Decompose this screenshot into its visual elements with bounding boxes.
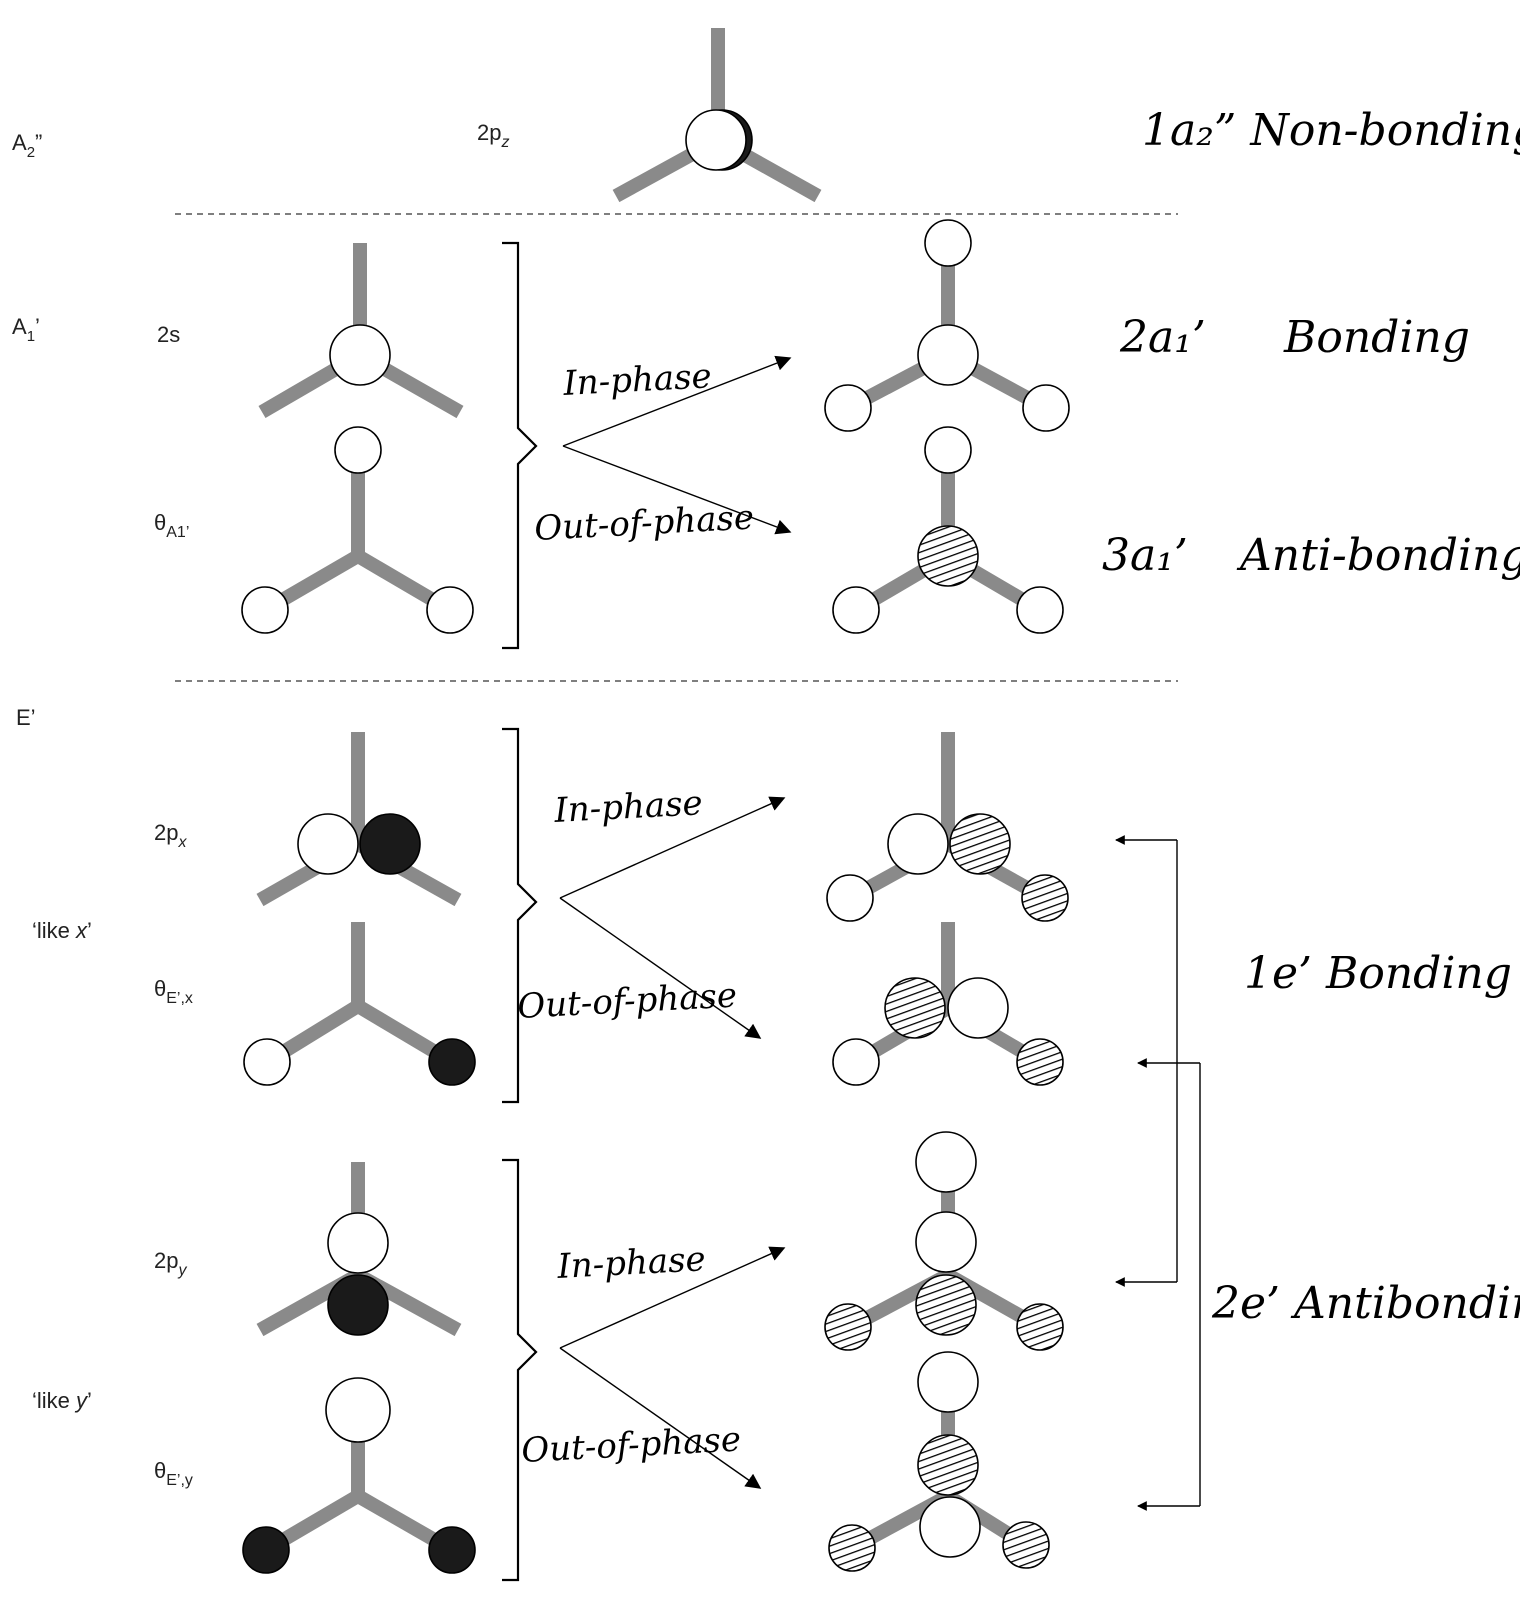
mo-label-2a1-name: 2a₁’ xyxy=(1119,312,1206,363)
mo-label-3a1-name: 3a₁’ xyxy=(1102,530,1188,581)
molecule-salc-ey xyxy=(242,1377,476,1574)
orbital-label-2s: 2s xyxy=(157,322,180,347)
arrow-out-of-phase-a1 xyxy=(562,445,792,535)
orbital-label-salc-ey: θE’,y xyxy=(154,1458,193,1489)
arrow-in-phase-ex xyxy=(559,796,786,899)
orbital-label-salc-ex: θE’,x xyxy=(154,976,193,1007)
molecule-2py xyxy=(256,1162,462,1337)
connector-2e xyxy=(1137,1058,1201,1511)
mo-label-2e-antibonding: 2e’ Antibonding xyxy=(1211,1278,1520,1329)
molecule-2s xyxy=(258,243,464,419)
in-phase-label-ey: In-phase xyxy=(555,1239,706,1287)
molecule-2pz xyxy=(612,28,822,203)
orbital-label-2py: 2py xyxy=(154,1248,187,1279)
mo-1e-bonding-y xyxy=(824,1131,1064,1351)
brace-ey xyxy=(502,1158,538,1582)
molecule-salc-ex xyxy=(243,922,476,1086)
out-of-phase-label-ey: Out-of-phase xyxy=(520,1420,742,1471)
pz-lobe-front xyxy=(685,109,747,171)
in-phase-label-ex: In-phase xyxy=(552,783,703,831)
brace-ex xyxy=(502,727,538,1104)
mo-label-2a1-type: Bonding xyxy=(1283,312,1470,363)
orbital-label-2pz: 2pz xyxy=(477,120,509,151)
mo-label-1e-bonding: 1e’ Bonding xyxy=(1244,948,1512,999)
brace-a1 xyxy=(502,241,538,650)
mo-2e-antibonding-y xyxy=(828,1351,1050,1572)
molecule-2px xyxy=(256,732,462,907)
symmetry-label-a1: A1’ xyxy=(12,314,40,345)
like-y-label: ‘like y’ xyxy=(32,1388,92,1413)
like-x-label: ‘like x’ xyxy=(32,918,92,943)
arrow-in-phase-ey xyxy=(559,1246,786,1349)
mo-label-1a2: 1a₂” Non-bonding xyxy=(1142,105,1520,156)
arrow-out-of-phase-ex xyxy=(559,897,762,1039)
out-of-phase-label-a1: Out-of-phase xyxy=(533,498,755,549)
mo-2e-antibonding-x xyxy=(832,922,1064,1086)
out-of-phase-label-ex: Out-of-phase xyxy=(516,976,738,1027)
mo-1e-bonding-x xyxy=(826,732,1069,922)
symmetry-label-a2: A2” xyxy=(12,130,42,161)
arrow-out-of-phase-ey xyxy=(559,1347,762,1489)
orbital-label-2px: 2px xyxy=(154,820,187,851)
orbital-label-salc-a1: θA1’ xyxy=(154,510,189,541)
mo-3a1-antibonding xyxy=(832,426,1064,634)
arrow-in-phase-a1 xyxy=(562,355,792,447)
connector-1e xyxy=(1115,835,1178,1287)
symmetry-label-e: E’ xyxy=(16,705,36,730)
in-phase-label-a1: In-phase xyxy=(561,356,712,404)
molecule-salc-a1 xyxy=(241,426,474,634)
mo-2a1-bonding xyxy=(824,219,1070,432)
mo-label-3a1-type: Anti-bonding xyxy=(1236,530,1520,581)
